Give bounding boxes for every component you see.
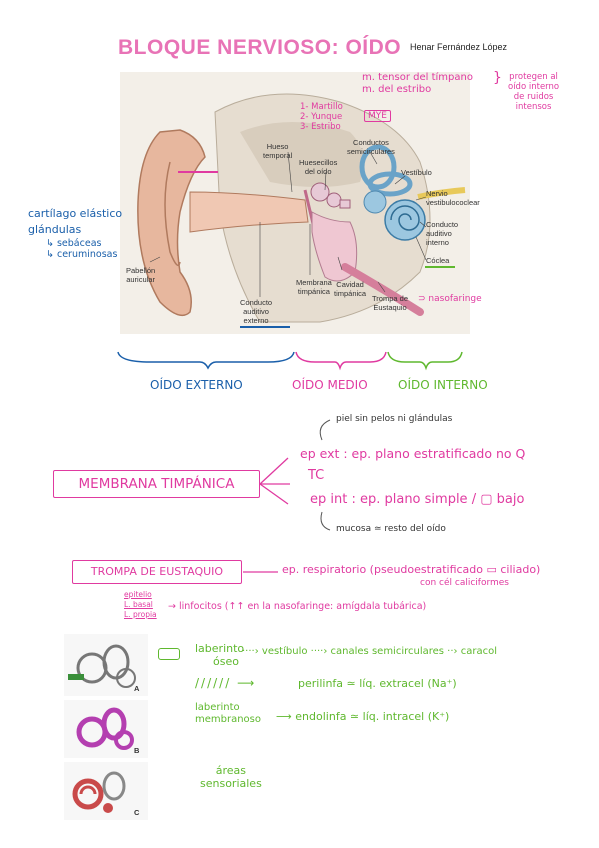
membrana-box: MEMBRANA TIMPÁNICA (53, 470, 260, 498)
region-oido-interno: OÍDO INTERNO (398, 378, 488, 392)
region-oido-medio: OÍDO MEDIO (292, 378, 368, 392)
thumb-areas-sensoriales: C (64, 762, 148, 820)
author-name: Henar Fernández López (410, 42, 508, 52)
note-piel: piel sin pelos ni glándulas (336, 414, 453, 424)
thumb-letter-a: A (134, 684, 140, 693)
label-vestibulo: Vestíbulo (401, 168, 432, 177)
note-mye: MYE (364, 110, 391, 122)
brace-icon: } (493, 70, 502, 86)
note-ep-ext: ep ext : ep. plano estratificado no Q (300, 446, 526, 461)
note-layers: epitelio L. basal L. propia (124, 590, 157, 619)
region-oido-externo: OÍDO EXTERNO (150, 378, 243, 392)
note-ep-respiratorio: ep. respiratorio (pseudoestratificado ▭ … (282, 563, 541, 576)
note-slashes: ////// ⟶ (195, 676, 257, 690)
note-tc: TC (308, 468, 325, 483)
thumb-letter-b: B (134, 746, 140, 755)
trompa-box: TROMPA DE EUSTAQUIO (72, 560, 242, 584)
note-mucosa: mucosa ≃ resto del oído (336, 524, 446, 534)
thumb-laberinto-oseo: A (64, 634, 148, 696)
thumb-letter-c: C (134, 808, 140, 817)
note-linfocitos: → linfocitos (↑↑ en la nasofaringe: amíg… (168, 601, 427, 612)
page-title: BLOQUE NERVIOSO: OÍDO (118, 36, 402, 59)
note-endolinfa: ⟶ endolinfa ≃ líq. intracel (K⁺) (276, 710, 450, 723)
note-caliciformes: con cél caliciformes (420, 578, 509, 588)
underline-coclea (425, 266, 455, 268)
ear-illustration (137, 93, 466, 323)
note-perilinfa: perilinfa ≃ líq. extracel (Na⁺) (298, 677, 457, 690)
label-coclea: Cóclea (426, 256, 450, 265)
note-oseo-parts: ····› vestíbulo ····› canales semicircul… (242, 646, 497, 657)
thumb-highlight-box (158, 648, 180, 660)
underline-conducto-externo (240, 326, 290, 328)
thumb-laberinto-membranoso: B (64, 700, 148, 758)
note-ep-int: ep int : ep. plano simple / ▢ bajo (310, 492, 525, 507)
note-nasofaringe: ⊃ nasofaringe (418, 294, 482, 304)
underline-huesecillos (178, 171, 218, 173)
note-glandulas: ↳ sebáceas↳ ceruminosas (46, 238, 118, 260)
